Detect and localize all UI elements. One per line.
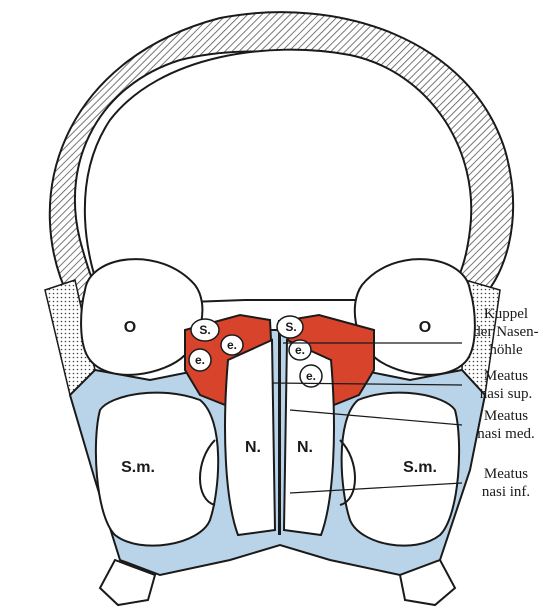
label-nasal-right: N.: [297, 439, 313, 456]
annotation-meatus-med: Meatus nasi med.: [477, 408, 535, 442]
annotation-meatus-inf-line-2: nasi inf.: [482, 484, 530, 500]
label-sph-right: S.: [285, 320, 296, 334]
annotation-meatus-sup-line-1: Meatus: [484, 368, 528, 384]
label-eth-left-2: e.: [195, 353, 205, 367]
label-eth-left-1: e.: [227, 338, 237, 352]
label-eth-right-1: e.: [295, 343, 305, 357]
annotation-meatus-med-line-2: nasi med.: [477, 426, 535, 442]
label-sinus-right: S.m.: [403, 459, 437, 476]
label-sph-left: S.: [199, 323, 210, 337]
label-orbit-left: O: [124, 319, 136, 336]
annotation-meatus-med-line-1: Meatus: [484, 408, 528, 424]
label-orbit-right: O: [419, 319, 431, 336]
annotation-meatus-inf: Meatus nasi inf.: [482, 466, 530, 500]
annotation-meatus-sup-line-2: nasi sup.: [480, 386, 533, 402]
annotation-kuppel-line-1: Kuppel: [484, 306, 528, 322]
annotation-kuppel-line-2: der Nasen-: [473, 324, 538, 340]
label-sinus-left: S.m.: [121, 459, 155, 476]
annotation-meatus-inf-line-1: Meatus: [484, 466, 528, 482]
label-eth-right-2: e.: [306, 369, 316, 383]
annotation-meatus-sup: Meatus nasi sup.: [480, 368, 533, 402]
nasal-cavity-left: [225, 340, 275, 535]
label-nasal-left: N.: [245, 439, 261, 456]
annotation-kuppel-line-3: höhle: [489, 342, 523, 358]
